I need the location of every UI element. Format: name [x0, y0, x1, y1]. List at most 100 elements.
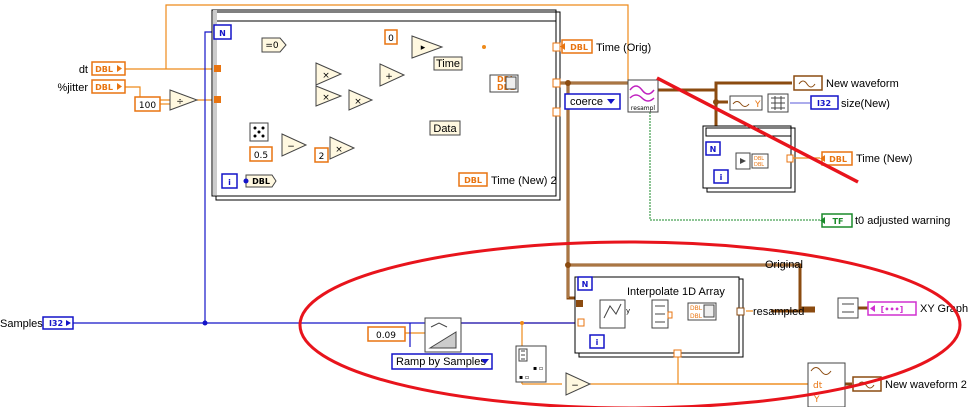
svg-text:Data: Data [433, 123, 457, 135]
subtract-node-2: − [565, 372, 592, 396]
svg-text:▪ ▫: ▪ ▫ [519, 374, 529, 381]
svg-text:0: 0 [388, 34, 394, 44]
svg-text:+: + [385, 72, 393, 82]
svg-text:0.09: 0.09 [376, 331, 396, 341]
const-100: 100 [134, 96, 161, 112]
loop-count-terminal: N [213, 24, 232, 40]
resample-node: resampl [627, 79, 659, 113]
samples-control[interactable]: Samples I32 [0, 316, 74, 330]
size-new-indicator: I32 size(New) [810, 95, 890, 110]
svg-text:DBL: DBL [570, 43, 588, 52]
svg-text:−: − [287, 142, 295, 152]
equal-zero-node: =0 [261, 37, 287, 53]
coerce-ring[interactable]: coerce [564, 93, 621, 110]
time-orig-indicator: DBL Time (Orig) [560, 39, 651, 54]
resampled-label: resampled [753, 306, 804, 318]
svg-text:New waveform: New waveform [826, 78, 899, 90]
svg-text:size(New): size(New) [841, 98, 890, 110]
for-loop-time-new[interactable]: N i DBL DBL [702, 125, 796, 193]
svg-text:Y: Y [813, 395, 820, 405]
svg-text:i: i [720, 173, 723, 182]
warning-wire [649, 100, 820, 221]
new-waveform-indicator: New waveform [793, 75, 899, 91]
loop-iteration-terminal: i [221, 173, 238, 189]
svg-text:DBL: DBL [829, 155, 847, 164]
select-node: ▸ [411, 35, 444, 59]
jitter-tunnel [214, 96, 221, 103]
svg-text:×: × [335, 145, 343, 155]
svg-text:▸: ▸ [421, 43, 426, 53]
svg-text:Time (New): Time (New) [856, 153, 912, 165]
const-0-09: 0.09 [367, 326, 406, 342]
svg-text:0.5: 0.5 [254, 151, 268, 161]
svg-text:DBL: DBL [690, 305, 703, 312]
svg-text:DBL: DBL [754, 156, 764, 162]
svg-text:−: − [571, 381, 579, 391]
divide-node: ÷ [169, 89, 199, 111]
bundle-node [837, 297, 859, 319]
svg-text:i: i [596, 338, 599, 347]
const-0-5: 0.5 [249, 146, 273, 162]
array-size-node [767, 93, 789, 113]
svg-text:×: × [322, 71, 330, 81]
data-label-box: Data [429, 120, 461, 136]
svg-text:Time (Orig): Time (Orig) [596, 42, 651, 54]
time-tunnel-out [552, 42, 561, 52]
add-node: + [379, 63, 406, 87]
waveform-junction [565, 80, 571, 86]
get-waveform-y: Y [729, 95, 763, 111]
svg-text:DBL: DBL [95, 83, 113, 92]
svg-text:N: N [582, 280, 589, 289]
time-junction [482, 45, 486, 49]
svg-text:DBL: DBL [252, 177, 270, 186]
jitter-control[interactable]: %jitter DBL [57, 79, 126, 94]
svg-text:×: × [354, 97, 362, 107]
multiply-node-3: × [348, 89, 374, 111]
svg-text:100: 100 [139, 101, 156, 111]
svg-text:dt: dt [79, 64, 88, 76]
svg-text:TF: TF [833, 217, 844, 226]
subtract-node: − [281, 133, 308, 157]
svg-text:Y: Y [754, 100, 761, 110]
svg-text:i: i [228, 178, 231, 187]
data-tunnel-out [552, 78, 561, 88]
svg-text:coerce: coerce [570, 96, 603, 108]
multiply-node-1: × [315, 62, 343, 86]
ramp-junction [520, 321, 524, 325]
t0-warning-indicator: TF t0 adjusted warning [820, 213, 950, 228]
new-wf-junction [713, 99, 719, 105]
svg-text:÷: ÷ [176, 97, 184, 107]
i-junction [243, 178, 249, 184]
svg-text:=0: =0 [265, 41, 279, 51]
dt-tunnel [214, 65, 221, 72]
svg-text:Time (New) 2: Time (New) 2 [491, 175, 557, 187]
svg-text:I32: I32 [817, 99, 831, 108]
multiply-node-2: × [315, 85, 343, 107]
svg-text:y: y [626, 307, 630, 315]
svg-text:dt: dt [813, 381, 823, 391]
build-waveform-2-node: dt Y [807, 362, 846, 407]
svg-text:XY Graph: XY Graph [920, 303, 968, 315]
for-loop-interpolate[interactable]: N i Interpolate 1D Array y DBL DBL [574, 276, 745, 358]
waveform-junction-2 [565, 262, 571, 268]
svg-text:[•••]: [•••] [881, 305, 904, 314]
svg-text:2: 2 [319, 152, 325, 162]
svg-text:New waveform 2: New waveform 2 [885, 379, 967, 391]
svg-text:N: N [219, 29, 226, 38]
data-tunnel-out-2 [552, 107, 561, 117]
svg-text:DBL: DBL [464, 176, 482, 185]
const-2: 2 [314, 147, 329, 163]
ramp-node [424, 317, 462, 353]
svg-text:▪ ▫: ▪ ▫ [533, 365, 543, 372]
svg-text:N: N [710, 145, 717, 154]
ramp-mode-ring[interactable]: Ramp by Samples [391, 353, 493, 370]
svg-text:Ramp by Samples: Ramp by Samples [396, 356, 486, 368]
svg-text:t0 adjusted warning: t0 adjusted warning [855, 215, 950, 227]
svg-text:Samples: Samples [0, 318, 43, 330]
original-label: Original [765, 259, 803, 271]
time-new-indicator: DBL Time (New) [820, 151, 912, 166]
svg-text:DBL: DBL [690, 313, 703, 320]
dt-control[interactable]: dt DBL [79, 61, 126, 76]
time-new-2-indicator: DBL Time (New) 2 [458, 172, 557, 187]
